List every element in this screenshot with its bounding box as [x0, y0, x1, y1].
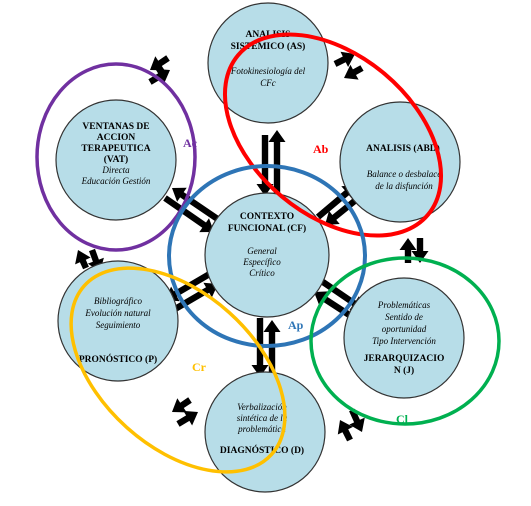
arrow-cf-to-vat [172, 187, 224, 225]
node-body-line: sintética de la [237, 413, 288, 423]
loop-cr-ellipse [69, 266, 287, 474]
svg-text:DIAGNÓSTICO (D): DIAGNÓSTICO (D) [220, 444, 304, 456]
node-body-line: Balance o desbalace [367, 169, 441, 179]
loop-ac-label: Ac [183, 136, 198, 150]
arrow-as-to-abd [333, 51, 355, 67]
node-title-line: TERAPEUTICA [81, 144, 150, 154]
node-circle [343, 277, 465, 399]
loop-ac-ellipse [35, 62, 197, 252]
loop-cl-ellipse [309, 256, 501, 426]
arrow-cf-to-as [268, 130, 286, 196]
node-title-line: PRONÓSTICO (P) [79, 353, 157, 365]
arrow-cf-to-abd [315, 185, 356, 220]
node-title-line: (VAT) [104, 154, 128, 165]
node-body-line: problemática [237, 424, 286, 434]
node-title-line: FUNCIONAL (CF) [228, 223, 306, 234]
arrow-vat-to-cf [163, 195, 214, 233]
node-body-line: Verbalización [237, 402, 287, 412]
node-circle [204, 192, 330, 318]
node-title-line: VENTANAS DE [82, 122, 149, 132]
node-analisis-abd: ANALISIS (ABD) Balance o desbalace de la … [339, 101, 461, 223]
arrow-abd-to-j [411, 238, 429, 263]
node-body-line: Educación Gestión [81, 176, 151, 186]
node-body-line: General [247, 246, 277, 256]
node-title-line: ANALISIS (ABD) [366, 143, 440, 154]
node-body-line: CFc [260, 78, 276, 88]
node-title-line: DIAGNÓSTICO (D) [220, 444, 304, 456]
arrow-p-to-cf [168, 282, 218, 315]
arrow-p-to-vat-back [75, 250, 91, 270]
loop-ab-ellipse [222, 32, 444, 238]
node-circle [339, 101, 461, 223]
loop-cl-label: Cl [396, 412, 409, 426]
arrow-j-to-d-back [337, 420, 353, 442]
arrow-vat-to-as [150, 55, 170, 71]
node-body-line: Crítico [249, 268, 275, 278]
arrow-as-to-vat-back [148, 68, 170, 85]
node-circle [57, 260, 179, 382]
node-circle [55, 99, 177, 221]
node-circle [204, 371, 326, 493]
node-body-line: Bibliográfico [94, 296, 142, 306]
loop-ap-label: Ap [288, 318, 304, 332]
svg-text:PRONÓSTICO (P): PRONÓSTICO (P) [79, 353, 157, 365]
node-body-line: Seguimiento [96, 320, 141, 330]
loop-ap-ellipse [167, 164, 367, 348]
arrow-p-to-d-back [176, 410, 198, 427]
node-body-line: Sentido de [385, 312, 423, 322]
node-body-line: Fotokinesiología del [230, 66, 306, 76]
svg-text:ANALISIS (ABD): ANALISIS (ABD) [366, 143, 440, 154]
arrow-d-to-p [172, 397, 192, 413]
arrow-d-to-cf [263, 320, 281, 377]
node-body-line: Tipo Intervención [372, 336, 436, 346]
node-body-line: Directa [101, 165, 130, 175]
node-body-line: Evolución natural [84, 308, 151, 318]
node-title-line: N (J) [394, 365, 414, 376]
arrow-d-to-j [349, 408, 365, 432]
loop-ab-label: Ab [313, 142, 329, 156]
arrow-j-to-abd [399, 238, 417, 263]
node-title-line: ACCION [97, 133, 136, 143]
node-title-line: CONTEXTO [240, 212, 294, 222]
node-body-line: Específico [242, 257, 281, 267]
node-title-line: JERARQUIZACIO [364, 354, 445, 364]
node-body-line: oportunidad [382, 324, 427, 334]
node-body-line: Problemáticas [377, 300, 431, 310]
node-title-line: SISTEMICO (AS) [231, 41, 306, 52]
arrow-abd-to-as-back [344, 64, 364, 80]
node-body-line: de la disfunción [375, 181, 433, 191]
loop-cr-label: Cr [192, 360, 207, 374]
